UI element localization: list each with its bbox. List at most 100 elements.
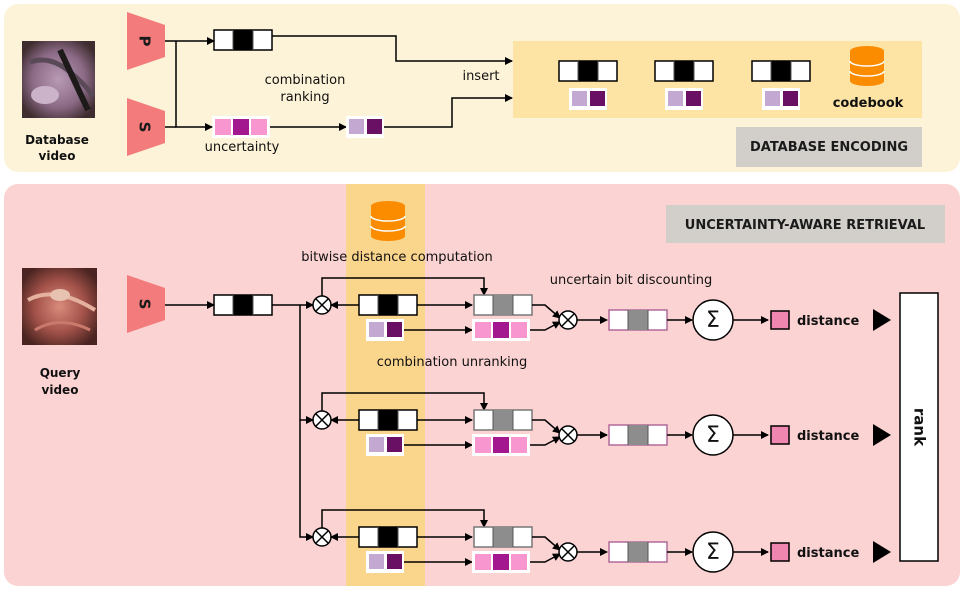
row-3-discount-otimes-icon (558, 542, 578, 562)
codebook-entry-1-code (558, 60, 618, 82)
codebook-cylinder-icon-bottom (850, 76, 884, 86)
row-1-db-code-middle-bit (378, 295, 398, 315)
query-video-thumbnail (22, 268, 97, 345)
encoder-s-query (127, 275, 165, 333)
row-2-sigma-icon: Σ (692, 414, 734, 456)
retrieval-codebook-cylinder-icon-bottom (371, 231, 405, 241)
row-3-gray-code (473, 526, 533, 548)
row-2-uncert-triple-pink-square (511, 437, 527, 453)
row-1-arrow-otimes-to-gray (321, 277, 488, 296)
encoder-s-database-label: S (136, 122, 154, 133)
codebook-entry-2-pair (665, 88, 703, 110)
row-1-bitwise-otimes-icon (312, 295, 332, 315)
row-2-discount-otimes-icon-cross (561, 428, 575, 442)
combination-ranking-line1: combination (265, 73, 346, 88)
database-encoding-title: DATABASE ENCODING (750, 140, 908, 155)
codebook-column-highlight (346, 184, 425, 586)
row-3-gray-code-middle-bit (493, 527, 513, 547)
row-1-discounted-code-middle-bit (628, 310, 648, 330)
row-1-db-pair-light-square (369, 322, 384, 337)
row-3-uncert-triple (472, 551, 530, 573)
row-1-bitwise-otimes-icon-cross (315, 298, 329, 312)
row-2-arrow-gray-to-discount (532, 419, 561, 434)
codebook-cylinder-icon (849, 46, 885, 86)
row-3-db-pair-dark-square (387, 554, 402, 569)
codebook-cylinder-icon-band (849, 60, 885, 67)
codebook-entry-2-code (654, 60, 714, 82)
codebook-entry-3-pair-dark-square (783, 91, 798, 106)
row-2-arrow-triple-to-discount (530, 436, 561, 446)
arrow-code-to-codebook (272, 35, 513, 65)
query-video-label-line1: Query (40, 366, 81, 380)
database-video-label-line1: Database (25, 133, 89, 147)
encoder-s-database (127, 98, 165, 156)
row-1-discount-otimes-icon-cross (561, 313, 575, 327)
row-2-discounted-code (608, 424, 668, 446)
retrieval-codebook-cylinder-icon-top (371, 201, 405, 211)
row-2-uncert-triple-pink-square (475, 437, 491, 453)
row-3-uncert-triple-magenta-square (493, 554, 509, 570)
row-3-uncert-triple-pink-square (511, 554, 527, 570)
row-2-uncert-triple (472, 434, 530, 456)
codebook-cylinder-icon-band (849, 70, 885, 77)
database-video-label-line2: video (39, 149, 76, 163)
row-1-db-code (358, 294, 418, 316)
retrieval-codebook-cylinder-icon-band (370, 225, 406, 232)
codebook-entry-3-pair (762, 88, 800, 110)
top-s-uncertainty-triple-pink-square (215, 119, 231, 135)
codebook-entry-3-pair-light-square (765, 91, 780, 106)
codebook-entry-1-pair (569, 88, 607, 110)
retrieval-codebook-cylinder-icon (370, 201, 406, 241)
codebook-label: codebook (833, 96, 904, 111)
row-1-sigma-icon-symbol: Σ (706, 308, 720, 333)
row-1-uncert-triple-pink-square (511, 322, 527, 338)
query-code-middle-bit (233, 295, 253, 315)
row-2-db-pair-light-square (369, 437, 384, 452)
encoder-s-query-label: S (136, 299, 154, 310)
retrieval-codebook-cylinder-icon-band (370, 215, 406, 222)
top-s-uncertainty-triple-magenta-square (233, 119, 249, 135)
row-2-db-code (358, 409, 418, 431)
top-p-code-middle-bit (233, 30, 253, 50)
row-1-arrow-triple-to-discount (530, 321, 561, 331)
row-3-db-pair-light-square (369, 554, 384, 569)
top-ranked-pair-light-square (349, 119, 364, 134)
codebook-entry-2-pair-light-square (668, 91, 683, 106)
row-1-db-pair-dark-square (387, 322, 402, 337)
row-3-sigma-icon-symbol: Σ (706, 540, 720, 565)
row-2-db-code-middle-bit (378, 410, 398, 430)
row-1-distance-square (770, 310, 790, 330)
query-video-label-line2: video (42, 383, 79, 397)
row-2-rank-triangle-icon (873, 424, 891, 446)
row-3-bitwise-otimes-icon-cross (315, 530, 329, 544)
row-3-db-code (358, 526, 418, 548)
row-1-arrow-gray-to-discount (532, 304, 561, 319)
row-3-discounted-code-middle-bit (628, 542, 648, 562)
row-3-db-pair (366, 551, 404, 573)
codebook-cylinder-icon-top (850, 46, 884, 56)
top-ranked-pair (346, 116, 384, 138)
row-1-uncert-triple-magenta-square (493, 322, 509, 338)
row-3-bitwise-otimes-icon (312, 527, 332, 547)
row-2-gray-code (473, 409, 533, 431)
codebook-entry-3-code-middle-bit (771, 61, 791, 81)
encoder-p (127, 12, 165, 70)
codebook-entry-1-code-middle-bit (578, 61, 598, 81)
row-1-discounted-code (608, 309, 668, 331)
row-3-uncert-triple-pink-square (475, 554, 491, 570)
row-3-distance-square (770, 542, 790, 562)
row-1-uncert-triple (472, 319, 530, 341)
row-1-sigma-icon: Σ (692, 299, 734, 341)
row-1-uncert-triple-pink-square (475, 322, 491, 338)
rank-label: rank (911, 408, 929, 447)
row-1-distance-label: distance (797, 314, 859, 329)
row-2-gray-code-middle-bit (493, 410, 513, 430)
top-s-uncertainty-triple (212, 116, 270, 138)
database-encoding-title-box (736, 127, 922, 167)
row-2-db-pair-dark-square (387, 437, 402, 452)
arrow-query-to-row-3 (299, 420, 314, 541)
row-3-rank-triangle-icon (873, 541, 891, 563)
row-3-discounted-code (608, 541, 668, 563)
codebook-entry-3-code (751, 60, 811, 82)
